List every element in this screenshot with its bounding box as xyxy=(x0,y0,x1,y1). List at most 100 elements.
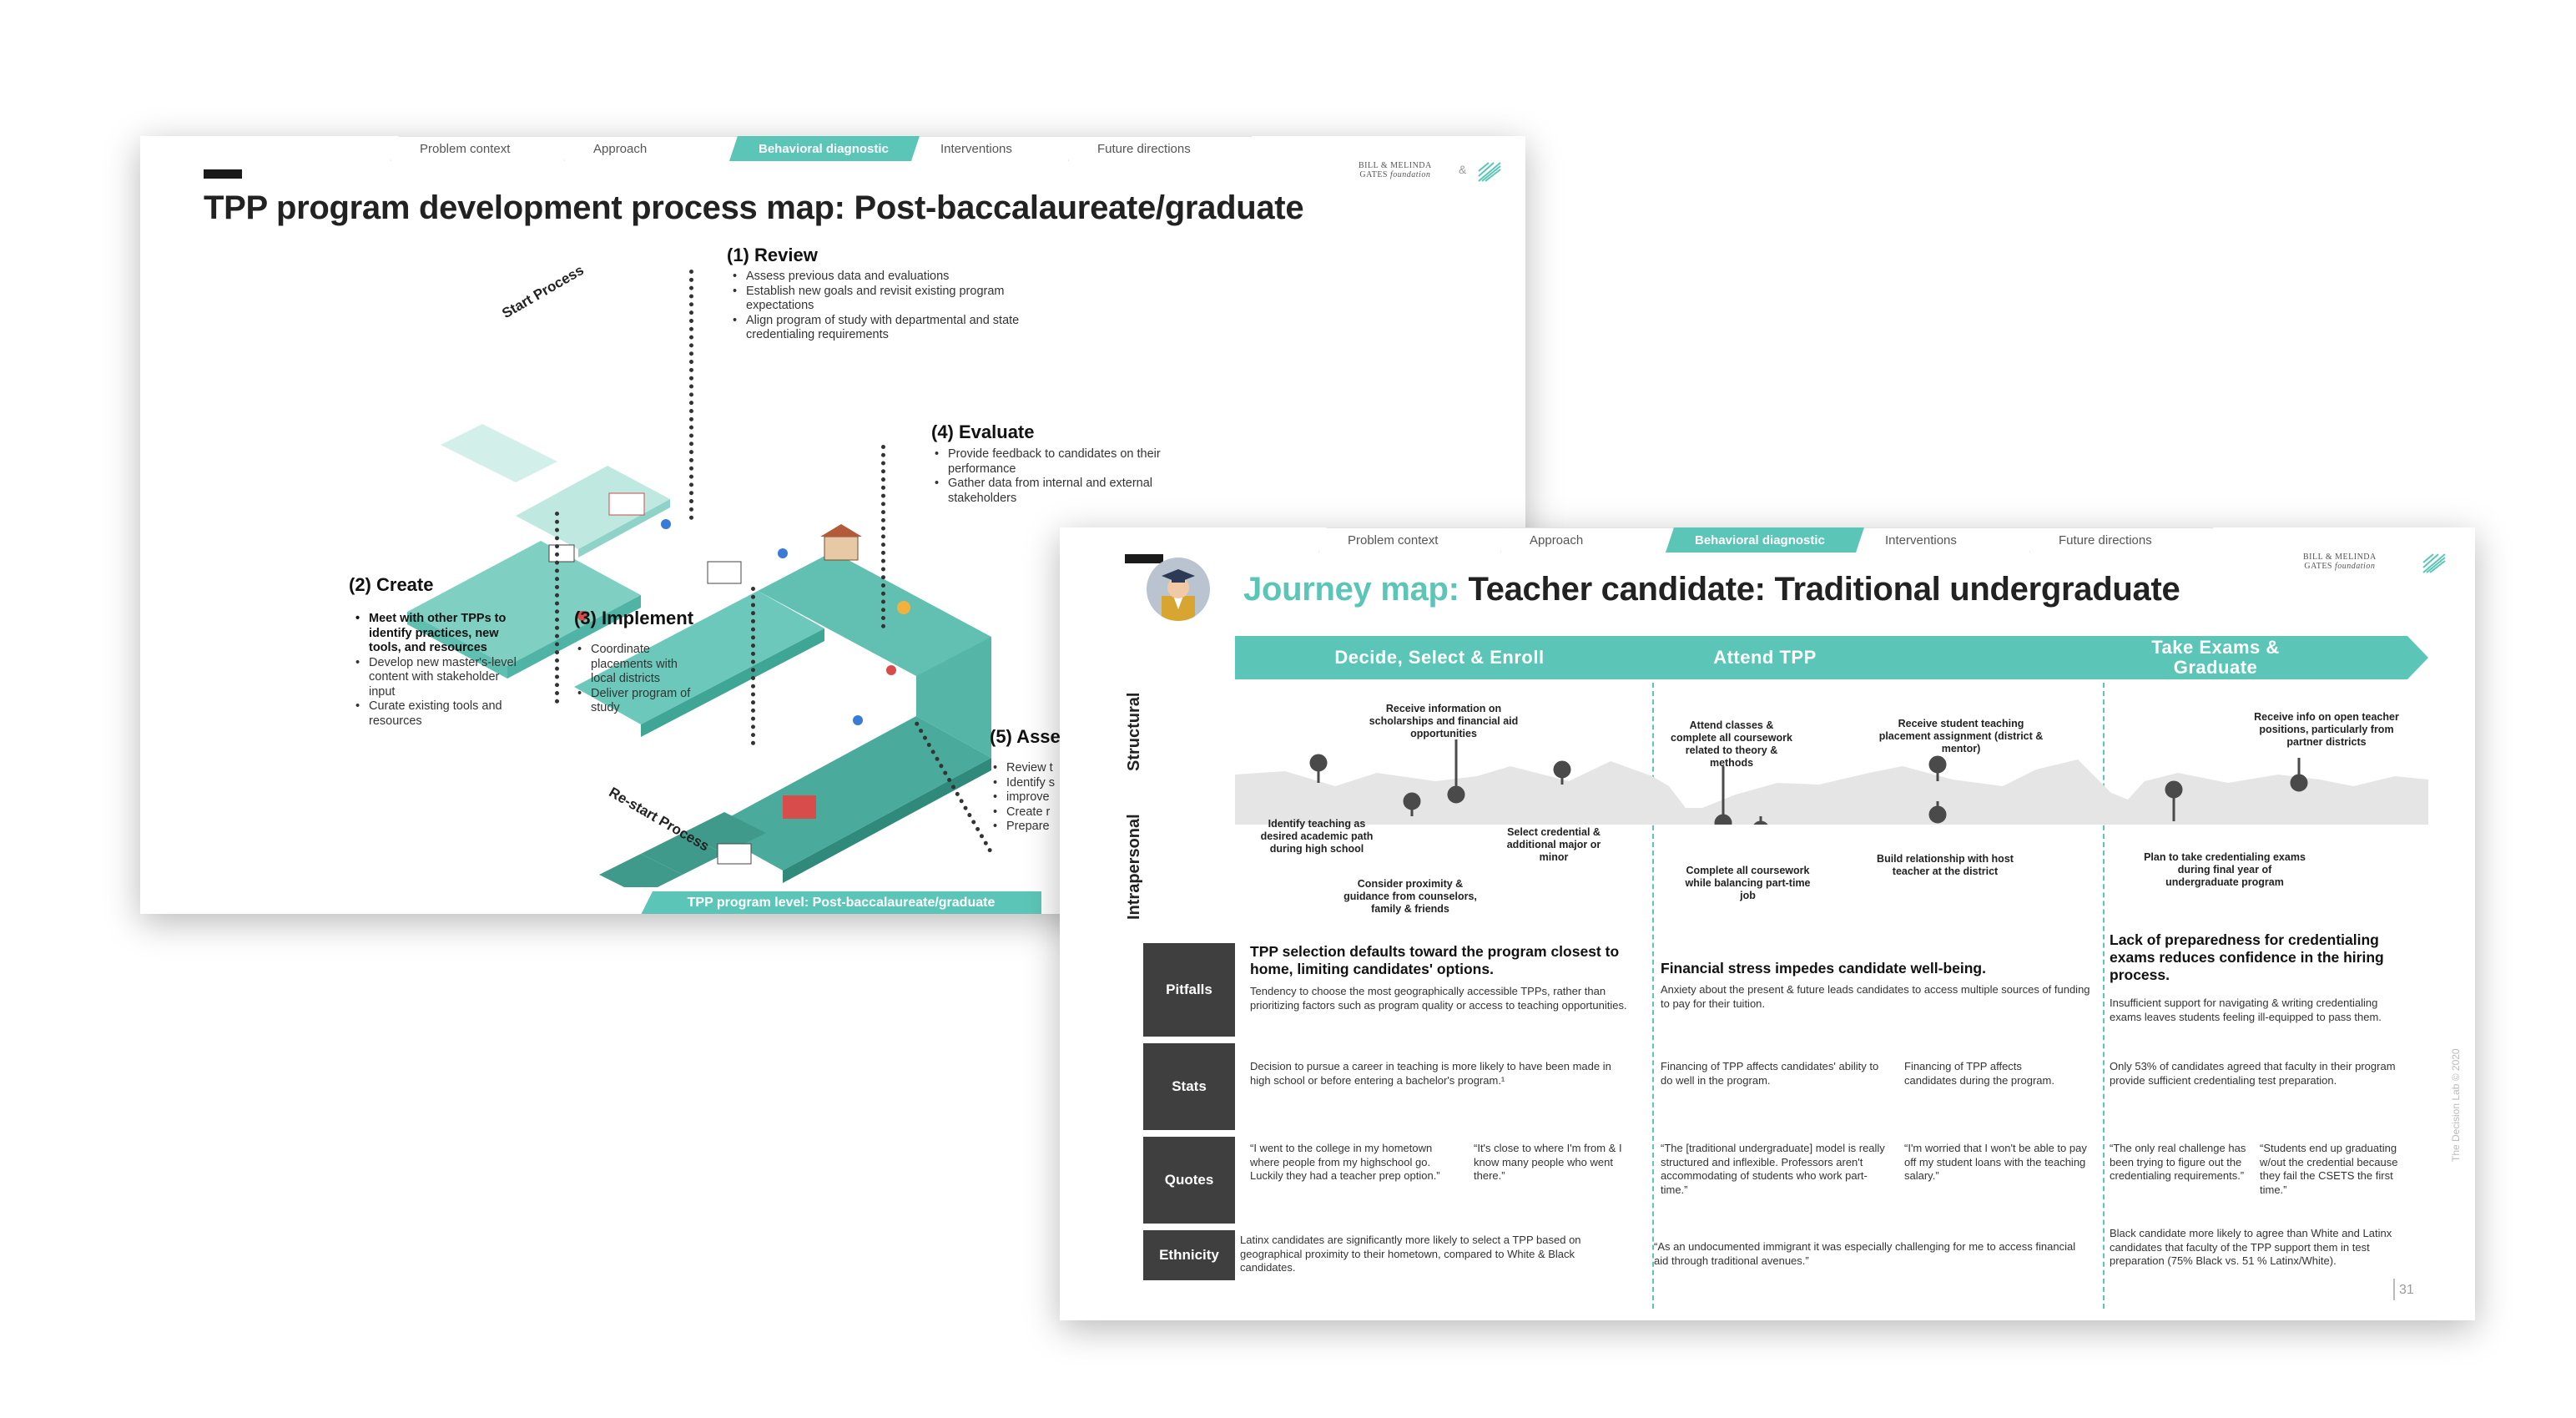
copyright-text: The Decision Lab © 2020 xyxy=(2450,1048,2462,1162)
assess-bullet: Prepare xyxy=(993,820,1060,835)
stat-text: Decision to pursue a career in teaching … xyxy=(1250,1060,1611,1087)
assess-bullet: Review t xyxy=(993,761,1060,776)
tab-approach[interactable]: Approach xyxy=(1500,527,1676,553)
pitfall-title: Financial stress impedes candidate well-… xyxy=(1661,960,1986,976)
phase-decide: Decide, Select & Enroll xyxy=(1334,647,1545,668)
implement-connector xyxy=(751,587,755,745)
journey-label: Receive student teaching placement assig… xyxy=(1878,718,2044,754)
implement-bullet: Deliver program of study xyxy=(577,687,703,716)
step-implement-title: (3) Implement xyxy=(574,608,694,628)
tab-interventions[interactable]: Interventions xyxy=(911,136,1078,161)
create-bullet: Meet with other TPPs to identify practic… xyxy=(355,612,522,656)
step-review-title: (1) Review xyxy=(727,245,818,265)
start-tiles xyxy=(441,424,557,482)
stat-text: Only 53% of candidates agreed that facul… xyxy=(2110,1060,2396,1087)
tab-future-directions[interactable]: Future directions xyxy=(1068,136,1252,161)
create-bullet: Curate existing tools and resources xyxy=(355,699,522,729)
graduate-avatar-icon xyxy=(1147,558,1210,621)
tab-behavioral-diagnostic[interactable]: Behavioral diagnostic xyxy=(1666,527,1866,553)
process-map-slide: Problem context Approach Behavioral diag… xyxy=(140,136,1525,914)
phase-exams: Take Exams & Graduate xyxy=(2151,637,2280,678)
journey-map-slide: Problem context Approach Behavioral diag… xyxy=(1060,527,2475,1320)
row-label-pitfalls: Pitfalls xyxy=(1143,943,1235,1037)
phase-bar: Decide, Select & Enroll Attend TPP Take … xyxy=(1235,636,2428,679)
evaluate-bullet: Provide feedback to candidates on their … xyxy=(935,447,1177,477)
ethnicity-text: Latinx candidates are significantly more… xyxy=(1240,1234,1581,1274)
pitfall-title: TPP selection defaults toward the progra… xyxy=(1250,943,1620,977)
step-evaluate-bullets: Provide feedback to candidates on their … xyxy=(935,447,1177,506)
ethnicity-text: Black candidate more likely to agree tha… xyxy=(2110,1227,2392,1267)
tab-future-directions[interactable]: Future directions xyxy=(2029,527,2213,553)
ethnicity-text: “As an undocumented immigrant it was esp… xyxy=(1654,1240,2076,1267)
phase-attend: Attend TPP xyxy=(1713,647,1817,668)
page-number: 31 xyxy=(2399,1283,2414,1297)
step-create-bullets: Meet with other TPPs to identify practic… xyxy=(355,612,522,729)
row-label-ethnicity: Ethnicity xyxy=(1143,1230,1235,1280)
create-bullet: Develop new master's-level content with … xyxy=(355,656,522,700)
step-evaluate-title: (4) Evaluate xyxy=(931,421,1035,442)
title-accent: Journey map: xyxy=(1243,571,1459,608)
slide1-nav-tabs: Problem context Approach Behavioral diag… xyxy=(391,136,1242,161)
step-review-bullets: Assess previous data and evaluations Est… xyxy=(733,270,1033,343)
title-accent-bar xyxy=(1125,554,1163,563)
quote-text: “Students end up graduating w/out the cr… xyxy=(2260,1142,2398,1196)
journey-label: Receive info on open teacher positions, … xyxy=(2254,711,2399,748)
review-bullet: Assess previous data and evaluations xyxy=(733,270,1033,285)
tab-problem-context[interactable]: Problem context xyxy=(391,136,574,161)
step-implement-bullets: Coordinate placements with local distric… xyxy=(577,643,703,716)
pitfall-title: Lack of preparedness for credentialing e… xyxy=(2110,931,2384,983)
row-label-quotes: Quotes xyxy=(1143,1137,1235,1224)
assess-bullet-cont: improve xyxy=(993,790,1060,805)
review-bullet: Establish new goals and revisit existing… xyxy=(733,285,1033,314)
scene-objects xyxy=(548,492,910,865)
tab-interventions[interactable]: Interventions xyxy=(1856,527,2039,553)
create-connector xyxy=(555,512,559,704)
page-number-divider xyxy=(2393,1279,2395,1300)
slide2-nav-tabs: Problem context Approach Behavioral diag… xyxy=(1318,527,2203,553)
pitfall-body: Anxiety about the present & future leads… xyxy=(1661,983,2090,1010)
evaluate-connector xyxy=(881,445,885,628)
quote-text: “The only real challenge has been trying… xyxy=(2110,1142,2246,1182)
journey-label: Attend classes & complete all coursework… xyxy=(1671,719,1792,769)
quote-text: “It's close to where I'm from & I know m… xyxy=(1474,1142,1622,1182)
quote-text: “I went to the college in my hometown wh… xyxy=(1250,1142,1440,1182)
phase-divider xyxy=(2103,683,2105,1309)
review-bullet: Align program of study with departmental… xyxy=(733,314,1033,343)
tab-problem-context[interactable]: Problem context xyxy=(1318,527,1510,553)
pitfall-body: Insufficient support for navigating & wr… xyxy=(2110,997,2382,1023)
journey-terrain xyxy=(1235,739,2428,825)
assess-bullet: Create r xyxy=(993,805,1060,820)
page-title: TPP program development process map: Pos… xyxy=(204,189,1304,226)
title-text: Teacher candidate: Traditional undergrad… xyxy=(1459,571,2180,608)
journey-label: Select credential & additional major or … xyxy=(1506,826,1601,863)
pitfall-body: Tendency to choose the most geographical… xyxy=(1250,985,1627,1012)
tab-approach[interactable]: Approach xyxy=(564,136,739,161)
evaluate-bullet: Gather data from internal and external s… xyxy=(935,477,1177,506)
journey-pins xyxy=(1309,739,2308,825)
row-label-stats: Stats xyxy=(1143,1043,1235,1130)
journey-label: Build relationship with host teacher at … xyxy=(1877,853,2014,877)
tab-behavioral-diagnostic[interactable]: Behavioral diagnostic xyxy=(729,136,921,161)
quote-text: “The [traditional undergraduate] model i… xyxy=(1661,1142,1885,1196)
journey-label: Complete all coursework while balancing … xyxy=(1685,865,1811,901)
stat-text: Financing of TPP affects candidates' abi… xyxy=(1661,1060,1879,1087)
partner-logo-icon xyxy=(1478,162,1501,182)
title-accent-bar xyxy=(204,169,242,179)
journey-label: Receive information on scholarships and … xyxy=(1369,703,1519,739)
assess-bullet: Identify s xyxy=(993,776,1060,791)
quote-text: “I'm worried that I won't be able to pay… xyxy=(1904,1142,2087,1182)
journey-label: Consider proximity & guidance from couns… xyxy=(1343,878,1477,915)
stat-text: Financing of TPP affects candidates duri… xyxy=(1904,1060,2054,1087)
implement-bullet: Coordinate placements with local distric… xyxy=(577,643,703,687)
slide1-footer-label: TPP program level: Post-baccalaureate/gr… xyxy=(641,891,1041,914)
journey-label: Identify teaching as desired academic pa… xyxy=(1260,818,1374,855)
journey-label: Plan to take credentialing exams during … xyxy=(2144,851,2306,888)
step-assess-bullets: Review t Identify s improve Create r Pre… xyxy=(993,761,1060,835)
structural-axis-label: Structural xyxy=(1125,692,1143,771)
step-create-title: (2) Create xyxy=(349,574,434,595)
logo-ampersand: & xyxy=(1459,163,1467,176)
page-title: Journey map: Teacher candidate: Traditio… xyxy=(1243,571,2180,608)
phase-divider xyxy=(1652,683,1654,1309)
